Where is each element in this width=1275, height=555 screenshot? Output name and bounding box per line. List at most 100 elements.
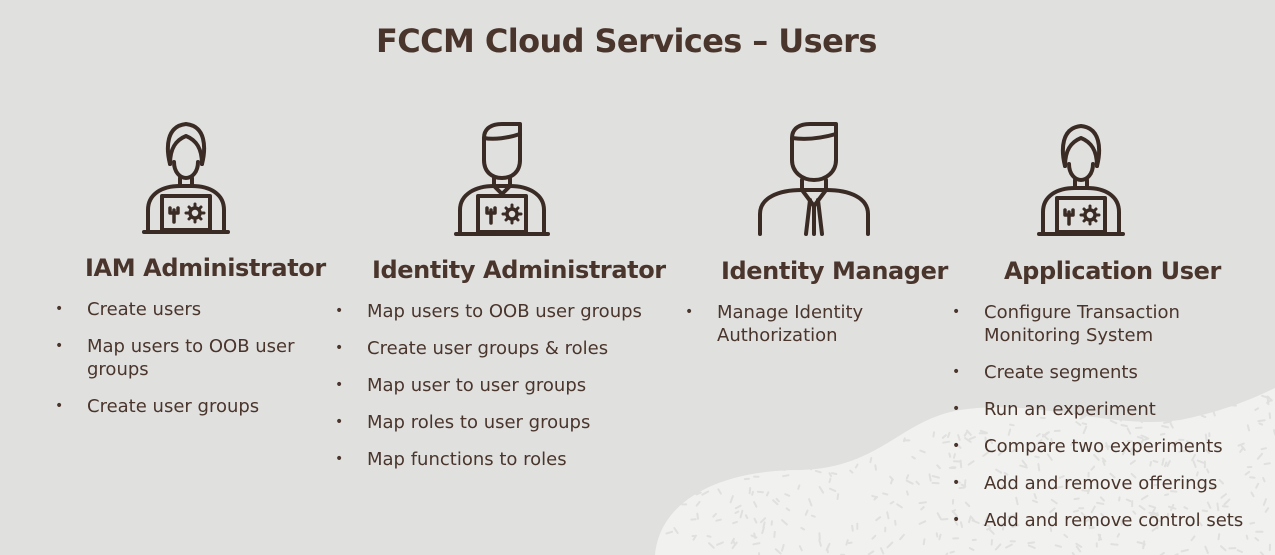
texture-dash [847, 444, 856, 450]
texture-dash [919, 449, 926, 454]
texture-dash [1204, 545, 1209, 554]
texture-dash [1254, 407, 1260, 411]
texture-dash [662, 489, 666, 496]
female-user-laptop-icon [1037, 124, 1125, 236]
texture-dash [854, 463, 859, 469]
texture-dash [695, 500, 701, 507]
texture-dash [701, 490, 710, 496]
texture-dash [968, 547, 975, 551]
texture-dash [752, 542, 761, 546]
texture-dash [729, 495, 734, 504]
texture-dash [1110, 543, 1119, 546]
texture-dash [942, 440, 951, 444]
texture-dash [899, 533, 905, 541]
list-item: Compare two experiments [952, 435, 1252, 458]
texture-dash [818, 539, 822, 547]
texture-dash [724, 461, 733, 465]
texture-dash [781, 543, 785, 552]
texture-dash [701, 468, 708, 473]
texture-dash [915, 480, 920, 486]
texture-dash [906, 490, 909, 496]
texture-dash [1050, 498, 1058, 505]
texture-dash [1109, 419, 1118, 425]
texture-dash [1027, 544, 1036, 549]
texture-dash [1256, 452, 1264, 460]
texture-dash [894, 519, 897, 526]
texture-dash [1027, 541, 1036, 545]
male-manager-suit-icon [758, 122, 870, 236]
texture-dash [882, 492, 889, 496]
texture-dash [1090, 465, 1096, 471]
texture-dash [732, 539, 736, 546]
texture-dash [828, 450, 833, 456]
texture-dash [706, 535, 712, 538]
texture-dash [798, 545, 803, 552]
texture-dash [780, 468, 786, 471]
texture-dash [1190, 535, 1196, 542]
role-title: Identity Administrator [372, 256, 666, 284]
list-item: Add and remove control sets [952, 509, 1252, 532]
texture-dash [845, 539, 849, 546]
texture-dash [1101, 457, 1107, 463]
texture-dash [1161, 457, 1165, 466]
texture-dash [1220, 545, 1227, 552]
texture-dash [979, 429, 988, 434]
texture-dash [731, 541, 738, 550]
texture-dash [800, 526, 806, 531]
texture-dash [849, 469, 854, 474]
texture-dash [1075, 545, 1082, 553]
texture-dash [775, 497, 780, 503]
texture-dash [748, 487, 752, 495]
texture-dash [948, 452, 952, 458]
texture-dash [753, 501, 758, 508]
texture-dash [658, 486, 665, 493]
texture-dash [830, 472, 838, 475]
texture-dash [751, 490, 754, 496]
texture-dash [928, 473, 932, 482]
texture-dash [1007, 428, 1012, 436]
texture-dash [1262, 498, 1267, 506]
texture-dash [1161, 425, 1169, 429]
texture-dash [724, 473, 728, 480]
list-item: Create user groups [55, 395, 315, 418]
texture-dash [1005, 543, 1013, 549]
texture-dash [847, 541, 853, 545]
texture-dash [761, 526, 765, 535]
texture-dash [1266, 395, 1273, 402]
texture-dash [1126, 427, 1132, 435]
texture-dash [1142, 543, 1146, 548]
texture-dash [836, 493, 840, 500]
texture-dash [663, 502, 670, 510]
list-item: Add and remove offerings [952, 472, 1252, 495]
texture-dash [782, 474, 790, 478]
texture-dash [828, 477, 832, 484]
texture-dash [1148, 504, 1157, 509]
texture-dash [1099, 496, 1105, 502]
texture-dash [1118, 496, 1121, 502]
texture-dash [890, 478, 894, 485]
texture-dash [773, 530, 776, 538]
texture-dash [1268, 412, 1272, 420]
texture-dash [935, 532, 939, 538]
texture-dash [889, 500, 895, 505]
list-item: Create user groups & roles [335, 337, 655, 360]
texture-dash [922, 538, 926, 546]
texture-dash [947, 431, 951, 439]
texture-dash [806, 466, 812, 470]
texture-dash [964, 501, 971, 508]
texture-dash [1063, 533, 1069, 539]
texture-dash [761, 463, 766, 468]
texture-dash [732, 520, 738, 525]
texture-dash [744, 514, 749, 519]
texture-dash [829, 487, 837, 492]
texture-dash [720, 479, 726, 482]
texture-dash [673, 527, 679, 534]
texture-dash [720, 466, 725, 471]
texture-dash [1206, 501, 1212, 509]
texture-dash [941, 434, 947, 439]
texture-dash [1019, 464, 1028, 469]
texture-dash [1149, 461, 1152, 467]
list-item: Map users to OOB user groups [335, 300, 655, 323]
texture-dash [875, 516, 882, 522]
texture-dash [658, 515, 666, 519]
